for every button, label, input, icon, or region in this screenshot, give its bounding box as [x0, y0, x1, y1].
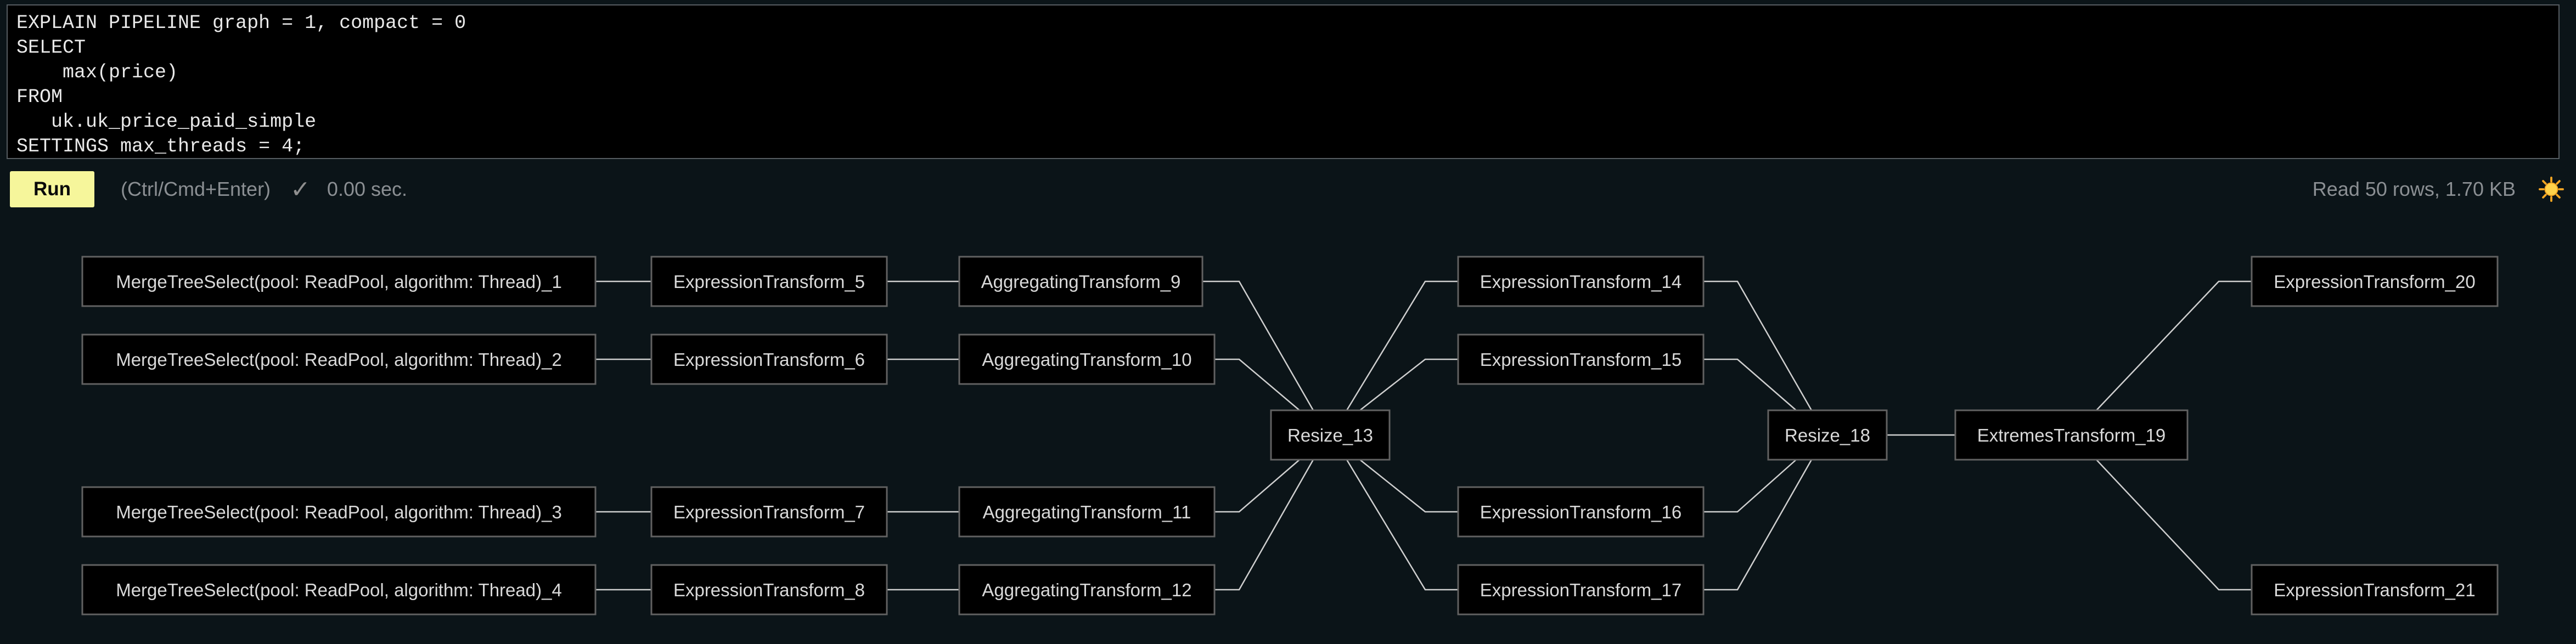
- graph-node-mts1: MergeTreeSelect(pool: ReadPool, algorith…: [81, 256, 597, 307]
- graph-edge-r13-et15: [1359, 358, 1458, 411]
- graph-node-box-ext19: [1954, 409, 2189, 461]
- graph-node-label-et20: ExpressionTransform_20: [2274, 272, 2475, 292]
- graph-node-label-et16: ExpressionTransform_16: [1480, 502, 1681, 522]
- graph-node-label-at9: AggregatingTransform_9: [981, 272, 1181, 292]
- graph-node-et14: ExpressionTransform_14: [1457, 256, 1705, 307]
- graph-node-at12: AggregatingTransform_12: [958, 564, 1216, 615]
- graph-node-label-et17: ExpressionTransform_17: [1480, 580, 1681, 600]
- read-stats: Read 50 rows, 1.70 KB: [2312, 178, 2516, 200]
- graph-node-box-mts2: [81, 334, 597, 385]
- graph-node-et6: ExpressionTransform_6: [650, 334, 888, 385]
- graph-node-box-et15: [1457, 334, 1705, 385]
- graph-node-label-ext19: ExtremesTransform_19: [1977, 425, 2166, 445]
- graph-edge-et15-r18: [1703, 358, 1797, 411]
- graph-node-at9: AggregatingTransform_9: [958, 256, 1203, 307]
- graph-node-label-at11: AggregatingTransform_11: [983, 502, 1191, 522]
- graph-node-label-at10: AggregatingTransform_10: [982, 349, 1191, 370]
- query-text[interactable]: EXPLAIN PIPELINE graph = 1, compact = 0 …: [16, 12, 466, 157]
- graph-edge-r13-et17: [1346, 459, 1458, 591]
- graph-node-label-mts1: MergeTreeSelect(pool: ReadPool, algorith…: [116, 272, 562, 292]
- graph-node-label-r18: Resize_18: [1785, 425, 1870, 445]
- graph-node-at10: AggregatingTransform_10: [958, 334, 1216, 385]
- graph-node-ext19: ExtremesTransform_19: [1954, 409, 2189, 461]
- graph-node-box-et8: [650, 564, 888, 615]
- graph-edge-at10-r13: [1214, 358, 1300, 411]
- graph-node-r18: Resize_18: [1767, 409, 1888, 461]
- query-editor[interactable]: EXPLAIN PIPELINE graph = 1, compact = 0 …: [7, 4, 2560, 159]
- graph-edge-at9-r13: [1202, 280, 1314, 411]
- graph-node-label-et5: ExpressionTransform_5: [673, 272, 865, 292]
- graph-node-box-at11: [958, 486, 1216, 538]
- graph-node-label-mts3: MergeTreeSelect(pool: ReadPool, algorith…: [116, 502, 562, 522]
- graph-edge-ext19-et20: [2096, 280, 2252, 411]
- graph-edge-at12-r13: [1214, 459, 1314, 591]
- graph-node-box-et6: [650, 334, 888, 385]
- graph-node-label-et21: ExpressionTransform_21: [2274, 580, 2475, 600]
- toolbar: Run (Ctrl/Cmd+Enter) ✓ 0.00 sec. Read 50…: [10, 171, 2564, 207]
- graph-node-et7: ExpressionTransform_7: [650, 486, 888, 538]
- graph-node-label-at12: AggregatingTransform_12: [982, 580, 1191, 600]
- graph-node-et5: ExpressionTransform_5: [650, 256, 888, 307]
- graph-node-et15: ExpressionTransform_15: [1457, 334, 1705, 385]
- graph-node-label-et15: ExpressionTransform_15: [1480, 349, 1681, 370]
- graph-edge-ext19-et21: [2096, 459, 2252, 591]
- graph-node-box-et7: [650, 486, 888, 538]
- graph-node-box-r13: [1270, 409, 1391, 461]
- graph-edge-et14-r18: [1703, 280, 1813, 411]
- graph-node-box-mts4: [81, 564, 597, 615]
- graph-node-box-at10: [958, 334, 1216, 385]
- graph-node-at11: AggregatingTransform_11: [958, 486, 1216, 538]
- graph-node-mts2: MergeTreeSelect(pool: ReadPool, algorith…: [81, 334, 597, 385]
- graph-node-et17: ExpressionTransform_17: [1457, 564, 1705, 615]
- graph-node-label-et14: ExpressionTransform_14: [1480, 272, 1681, 292]
- sun-icon[interactable]: [2539, 177, 2564, 202]
- graph-node-mts4: MergeTreeSelect(pool: ReadPool, algorith…: [81, 564, 597, 615]
- success-check-icon: ✓: [290, 176, 311, 203]
- graph-node-box-et14: [1457, 256, 1705, 307]
- graph-node-box-mts1: [81, 256, 597, 307]
- graph-node-box-r18: [1767, 409, 1888, 461]
- graph-node-et8: ExpressionTransform_8: [650, 564, 888, 615]
- graph-node-et20: ExpressionTransform_20: [2251, 256, 2499, 307]
- graph-node-box-et17: [1457, 564, 1705, 615]
- shortcut-hint: (Ctrl/Cmd+Enter): [121, 178, 271, 200]
- graph-node-box-et20: [2251, 256, 2499, 307]
- graph-node-et16: ExpressionTransform_16: [1457, 486, 1705, 538]
- graph-node-box-at9: [958, 256, 1203, 307]
- graph-node-box-et5: [650, 256, 888, 307]
- graph-edge-r13-et16: [1359, 459, 1458, 513]
- graph-node-label-mts2: MergeTreeSelect(pool: ReadPool, algorith…: [116, 349, 562, 370]
- graph-edge-et17-r18: [1703, 459, 1813, 591]
- graph-node-r13: Resize_13: [1270, 409, 1391, 461]
- graph-edge-at11-r13: [1214, 459, 1300, 513]
- graph-node-label-et6: ExpressionTransform_6: [673, 349, 865, 370]
- graph-edge-et16-r18: [1703, 459, 1797, 513]
- graph-node-box-at12: [958, 564, 1216, 615]
- graph-edge-r13-et14: [1346, 280, 1458, 411]
- graph-node-label-et8: ExpressionTransform_8: [673, 580, 865, 600]
- graph-node-box-et21: [2251, 564, 2499, 615]
- graph-node-label-r13: Resize_13: [1287, 425, 1373, 445]
- run-button[interactable]: Run: [10, 171, 94, 207]
- graph-node-box-mts3: [81, 486, 597, 538]
- graph-node-et21: ExpressionTransform_21: [2251, 564, 2499, 615]
- graph-node-box-et16: [1457, 486, 1705, 538]
- elapsed-time: 0.00 sec.: [327, 178, 408, 200]
- graph-node-label-et7: ExpressionTransform_7: [673, 502, 865, 522]
- graph-node-mts3: MergeTreeSelect(pool: ReadPool, algorith…: [81, 486, 597, 538]
- graph-node-label-mts4: MergeTreeSelect(pool: ReadPool, algorith…: [116, 580, 562, 600]
